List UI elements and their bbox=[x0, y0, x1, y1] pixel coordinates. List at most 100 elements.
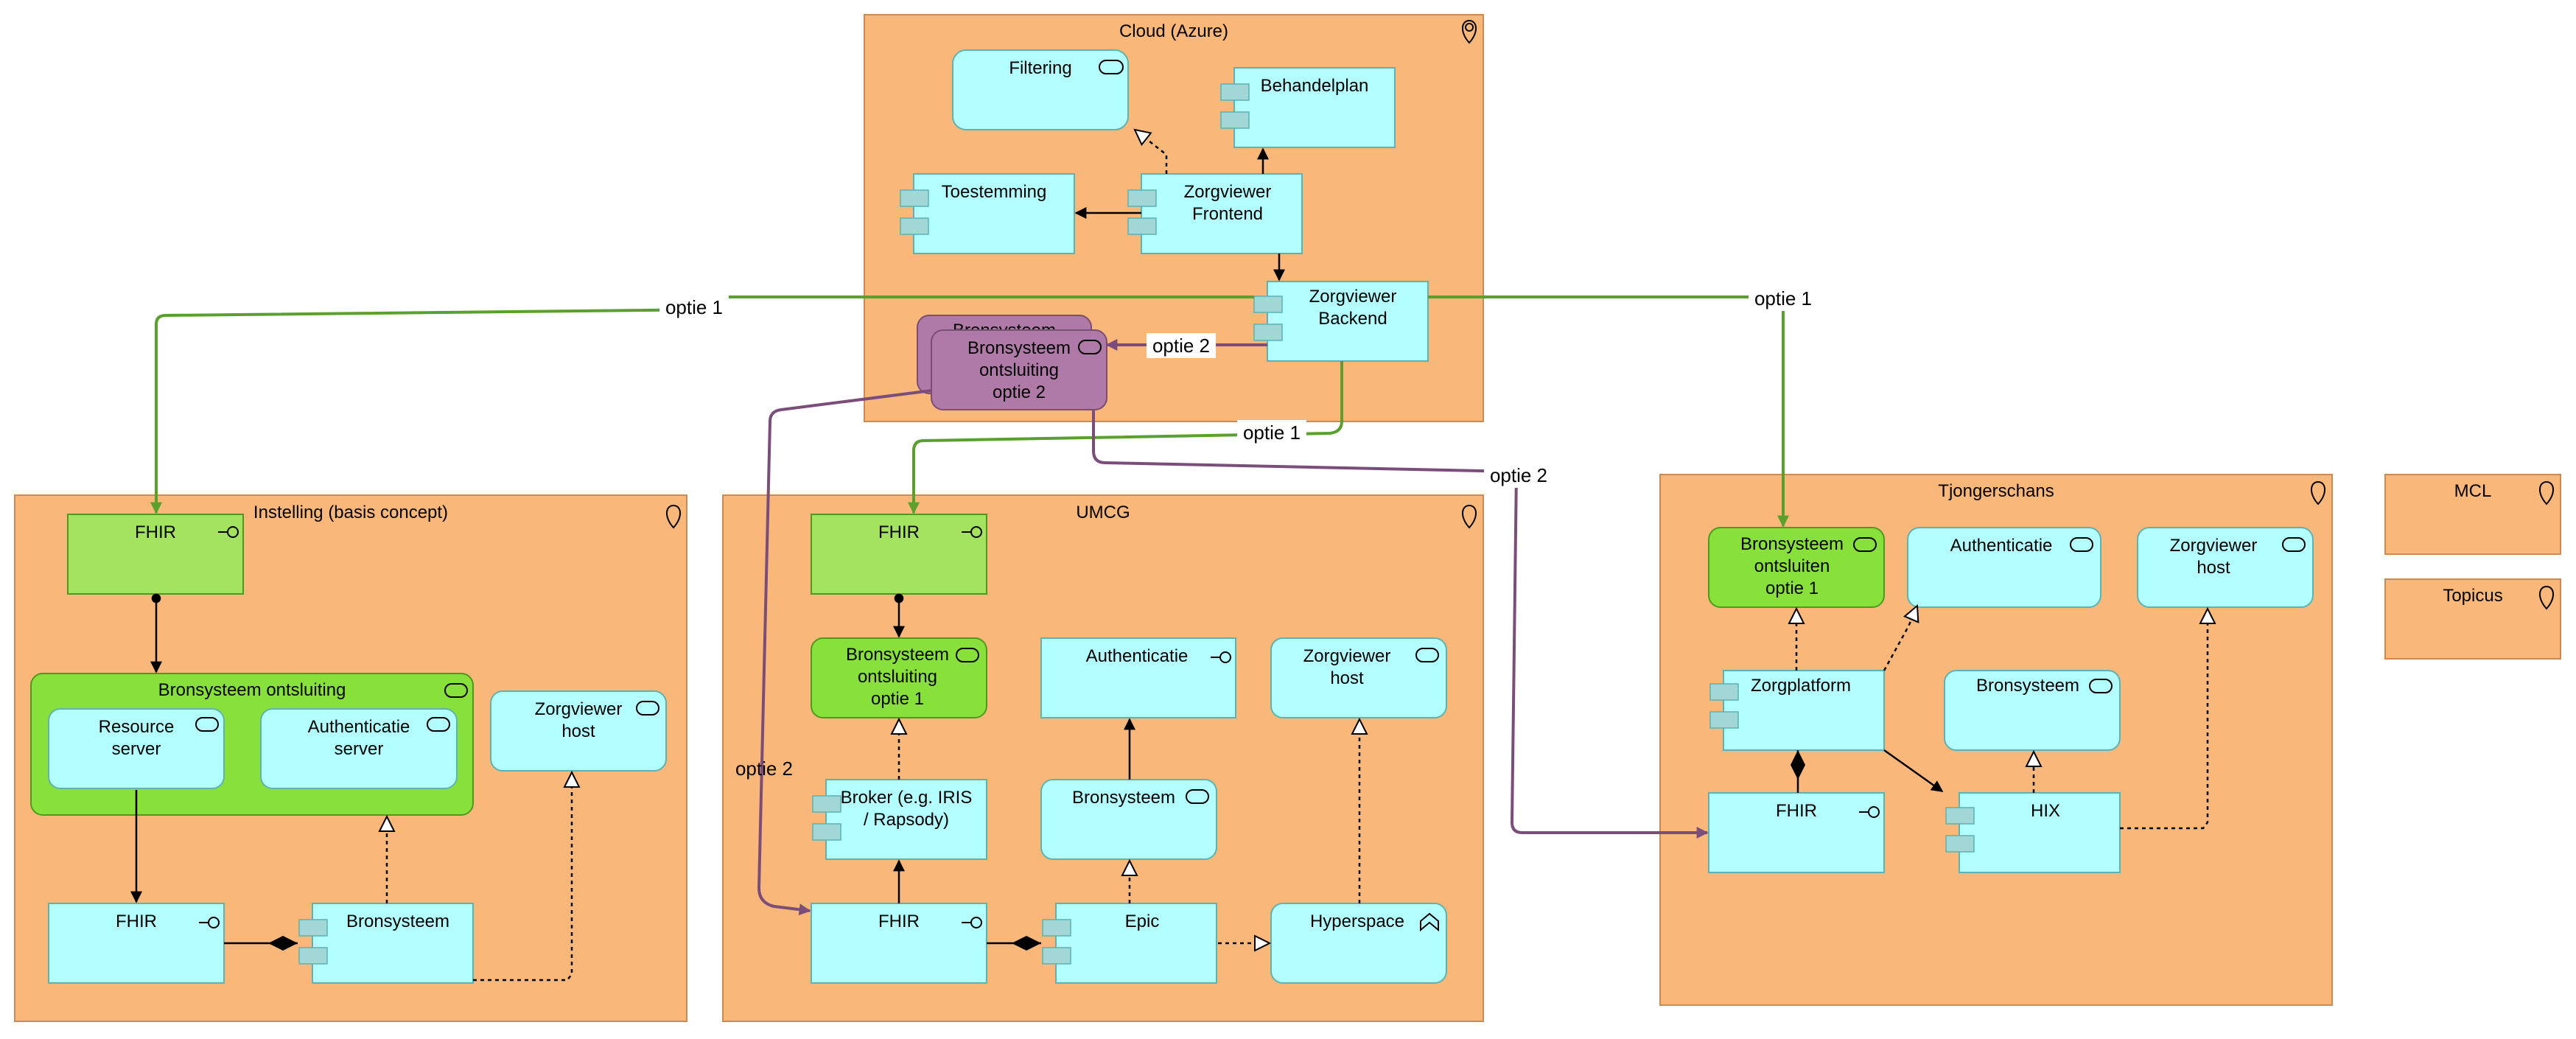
node-tj-bronsysteem[interactable]: Bronsysteem bbox=[1944, 670, 2121, 751]
node-filtering[interactable]: Filtering bbox=[952, 49, 1129, 130]
node-inst-resource-server[interactable]: Resource server bbox=[48, 708, 225, 789]
edge-label-optie1-right: optie 1 bbox=[1749, 286, 1818, 311]
node-filtering-label: Filtering bbox=[1009, 58, 1071, 78]
node-tj-zorgplatform-label: Zorgplatform bbox=[1751, 676, 1851, 696]
edge-label-optie1-right-text: optie 1 bbox=[1754, 287, 1812, 309]
node-umcg-fhir-top-label: FHIR bbox=[878, 522, 920, 542]
group-mcl-label: MCL bbox=[2454, 481, 2492, 501]
service-icon bbox=[636, 701, 659, 716]
location-pin-icon bbox=[2539, 585, 2554, 610]
node-inst-fhir-bottom[interactable]: FHIR bbox=[48, 903, 225, 984]
component-icon bbox=[298, 919, 328, 965]
location-pin-icon bbox=[2539, 480, 2554, 505]
component-icon bbox=[812, 795, 841, 841]
node-umcg-fhir-bottom[interactable]: FHIR bbox=[811, 903, 987, 984]
group-cloud-label: Cloud (Azure) bbox=[1119, 21, 1228, 41]
edge-label-optie2-top: optie 2 bbox=[1147, 333, 1216, 358]
node-inst-zv-host-label-2: host bbox=[561, 721, 595, 741]
node-tj-zv-host-label-2: host bbox=[2197, 558, 2230, 578]
node-umcg-bron-optie1-label-2: ontsluiting bbox=[858, 667, 937, 687]
node-inst-bron-ontsluiting-label: Bronsysteem ontsluiting bbox=[158, 680, 346, 700]
component-icon bbox=[1220, 83, 1250, 129]
node-umcg-hyperspace[interactable]: Hyperspace bbox=[1270, 903, 1447, 984]
service-icon bbox=[1078, 340, 1102, 354]
node-tj-bronsysteem-label: Bronsysteem bbox=[1976, 676, 2079, 696]
node-umcg-bronsysteem[interactable]: Bronsysteem bbox=[1040, 779, 1217, 860]
node-umcg-authenticatie[interactable]: Authenticatie bbox=[1040, 637, 1236, 718]
interface-icon bbox=[1859, 806, 1880, 818]
node-tj-bronsysteem-ontsluiten-optie1[interactable]: Bronsysteem ontsluiten optie 1 bbox=[1708, 527, 1885, 608]
location-pin-icon bbox=[2311, 480, 2325, 505]
location-pin-icon bbox=[1462, 504, 1477, 529]
node-umcg-broker-label-1: Broker (e.g. IRIS bbox=[841, 788, 973, 808]
node-inst-zorgviewer-host[interactable]: Zorgviewer host bbox=[490, 690, 667, 772]
service-icon bbox=[1099, 60, 1124, 74]
node-umcg-broker-label-2: / Rapsody) bbox=[864, 810, 949, 830]
component-icon bbox=[1709, 683, 1739, 729]
node-tj-hix-label: HIX bbox=[2031, 801, 2060, 821]
component-icon bbox=[1945, 807, 1975, 853]
node-umcg-broker[interactable]: Broker (e.g. IRIS / Rapsody) bbox=[812, 779, 987, 860]
node-zorgviewer-frontend-label-2: Frontend bbox=[1192, 204, 1263, 224]
node-tj-hix[interactable]: HIX bbox=[1945, 792, 2121, 873]
node-inst-auth-server-label-2: server bbox=[335, 739, 384, 759]
node-tj-auth-label: Authenticatie bbox=[1950, 536, 2053, 556]
node-inst-bronsysteem-label: Bronsysteem bbox=[346, 912, 449, 931]
service-icon bbox=[444, 683, 468, 698]
edge-label-optie2-top-text: optie 2 bbox=[1152, 335, 1210, 357]
node-umcg-zorgviewer-host[interactable]: Zorgviewer host bbox=[1270, 637, 1447, 718]
group-instelling-label: Instelling (basis concept) bbox=[253, 503, 448, 522]
edge-label-optie2-right: optie 2 bbox=[1484, 463, 1553, 488]
node-behandelplan[interactable]: Behandelplan bbox=[1220, 67, 1396, 148]
node-bron-optie2-label-2: ontsluiting bbox=[979, 360, 1059, 380]
node-inst-fhir-top[interactable]: FHIR bbox=[67, 514, 244, 595]
node-umcg-epic[interactable]: Epic bbox=[1042, 903, 1217, 984]
interface-icon bbox=[962, 526, 982, 538]
node-umcg-epic-label: Epic bbox=[1125, 912, 1160, 931]
node-tj-zorgviewer-host[interactable]: Zorgviewer host bbox=[2137, 527, 2314, 608]
node-toestemming-label: Toestemming bbox=[942, 182, 1047, 202]
node-toestemming[interactable]: Toestemming bbox=[900, 173, 1075, 254]
node-behandelplan-label: Behandelplan bbox=[1261, 76, 1369, 96]
node-inst-bronsysteem[interactable]: Bronsysteem bbox=[298, 903, 474, 984]
node-inst-authenticatie-server[interactable]: Authenticatie server bbox=[260, 708, 458, 789]
edge-label-optie1-left: optie 1 bbox=[659, 295, 729, 320]
edge-label-optie1-left-text: optie 1 bbox=[665, 296, 723, 318]
node-umcg-zv-host-label-1: Zorgviewer bbox=[1303, 646, 1391, 666]
service-icon bbox=[2089, 679, 2113, 693]
node-umcg-zv-host-label-2: host bbox=[1330, 668, 1364, 688]
node-inst-resource-server-label-2: server bbox=[112, 739, 161, 759]
edges-cloud bbox=[1074, 130, 1285, 281]
service-icon bbox=[2282, 537, 2306, 552]
node-bron-optie2-label-1: Bronsysteem bbox=[967, 338, 1071, 358]
node-zorgviewer-backend[interactable]: Zorgviewer Backend bbox=[1253, 281, 1429, 362]
node-zorgviewer-frontend-label-1: Zorgviewer bbox=[1184, 182, 1272, 202]
edge-label-optie1-mid: optie 1 bbox=[1237, 420, 1306, 445]
service-icon bbox=[1186, 789, 1209, 804]
node-umcg-bronsysteem-label: Bronsysteem bbox=[1072, 788, 1175, 808]
node-tj-bron-optie1-label-1: Bronsysteem bbox=[1740, 534, 1844, 554]
group-topicus: Topicus bbox=[2384, 578, 2561, 660]
node-tj-zorgplatform[interactable]: Zorgplatform bbox=[1709, 670, 1885, 751]
node-inst-fhir-top-label: FHIR bbox=[135, 522, 176, 542]
edge-label-optie2-right-text: optie 2 bbox=[1490, 464, 1547, 486]
node-tj-fhir-label: FHIR bbox=[1776, 801, 1817, 821]
interface-icon bbox=[1211, 651, 1231, 663]
service-icon bbox=[195, 717, 219, 732]
node-umcg-bronsysteem-ontsluiting-optie1[interactable]: Bronsysteem ontsluiting optie 1 bbox=[811, 637, 987, 718]
component-icon bbox=[1253, 295, 1283, 341]
node-inst-fhir-bottom-label: FHIR bbox=[116, 912, 157, 931]
node-zorgviewer-frontend[interactable]: Zorgviewer Frontend bbox=[1127, 173, 1303, 254]
edge-label-optie1-mid-text: optie 1 bbox=[1243, 421, 1301, 444]
component-icon bbox=[1042, 919, 1071, 965]
node-bronsysteem-ontsluiting-optie2-stack[interactable]: Bronsysteem Bronsysteem ontsluiting opti… bbox=[917, 315, 1107, 410]
node-umcg-fhir-top[interactable]: FHIR bbox=[811, 514, 987, 595]
interface-icon bbox=[218, 526, 239, 538]
group-topicus-label: Topicus bbox=[2443, 586, 2502, 606]
service-icon bbox=[427, 717, 450, 732]
node-tj-fhir[interactable]: FHIR bbox=[1708, 792, 1885, 873]
edges-umcg bbox=[899, 593, 1359, 943]
edges-instelling bbox=[130, 593, 572, 982]
interaction-icon bbox=[1420, 912, 1439, 932]
node-tj-authenticatie[interactable]: Authenticatie bbox=[1907, 527, 2101, 608]
